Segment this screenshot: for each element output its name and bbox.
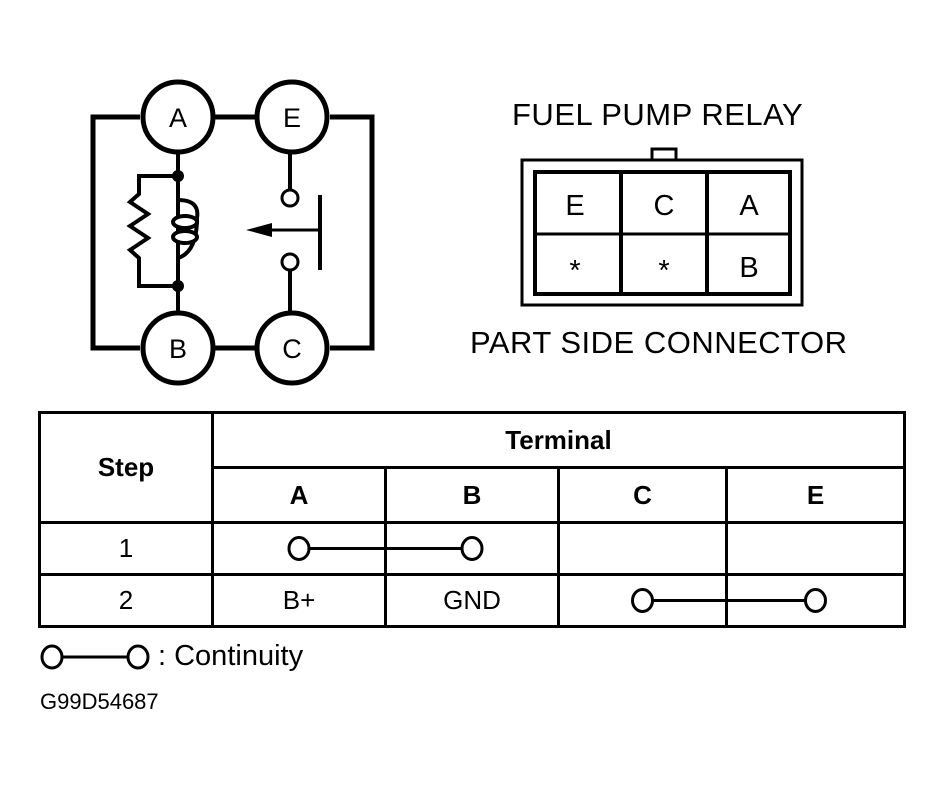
switch-contact bbox=[280, 188, 300, 208]
terminal-a bbox=[140, 79, 216, 155]
terminal-a-label: A bbox=[169, 103, 187, 133]
connector-subtitle: PART SIDE CONNECTOR bbox=[470, 325, 848, 360]
terminal-b bbox=[140, 310, 216, 386]
terminal-c bbox=[254, 310, 330, 386]
resistor bbox=[126, 174, 178, 288]
pin-b: B bbox=[739, 252, 758, 284]
arrow-icon bbox=[246, 223, 272, 237]
cell-a bbox=[211, 521, 387, 576]
pin-empty: * bbox=[569, 255, 580, 287]
table-row: 1 bbox=[38, 521, 906, 576]
col-header-e: E bbox=[725, 466, 906, 524]
cell-a: B+ bbox=[211, 573, 387, 628]
col-header-c: C bbox=[557, 466, 728, 524]
coil bbox=[171, 198, 200, 260]
continuity-symbol-icon bbox=[40, 644, 150, 669]
cell-c bbox=[557, 521, 728, 576]
terminal-e bbox=[254, 79, 330, 155]
terminal-b-label: B bbox=[169, 334, 187, 364]
pin-a: A bbox=[739, 190, 759, 222]
junction-dot bbox=[172, 170, 184, 182]
relay-schematic: A E B C bbox=[90, 79, 375, 386]
cell-b: GND bbox=[384, 573, 560, 628]
pin-e: E bbox=[565, 190, 584, 222]
terminal-c-label: C bbox=[282, 334, 302, 364]
col-header-b: B bbox=[384, 466, 560, 524]
figure-code: G99D54687 bbox=[40, 689, 159, 714]
junction-dot bbox=[172, 280, 184, 292]
cell-e bbox=[725, 573, 906, 628]
pin-empty: * bbox=[658, 255, 669, 287]
switch-contact bbox=[280, 252, 300, 272]
cell-e bbox=[725, 521, 906, 576]
legend: : Continuity bbox=[40, 640, 303, 673]
cell-b bbox=[384, 521, 560, 576]
pin-c: C bbox=[654, 190, 675, 222]
continuity-table: Step Terminal A B C E 1 2 B+ GND bbox=[38, 411, 906, 628]
legend-label: : Continuity bbox=[158, 640, 304, 672]
terminal-header: Terminal bbox=[211, 411, 906, 469]
connector-diagram: E C A * * B bbox=[520, 147, 804, 307]
terminal-e-label: E bbox=[283, 103, 301, 133]
step-cell: 2 bbox=[38, 573, 214, 628]
cell-c bbox=[557, 573, 728, 628]
step-cell: 1 bbox=[38, 521, 214, 576]
wire-right bbox=[330, 114, 375, 351]
connector-title: FUEL PUMP RELAY bbox=[512, 97, 804, 132]
col-header-a: A bbox=[211, 466, 387, 524]
wire-left bbox=[90, 114, 140, 351]
step-header: Step bbox=[38, 411, 214, 524]
table-row: 2 B+ GND bbox=[38, 573, 906, 628]
